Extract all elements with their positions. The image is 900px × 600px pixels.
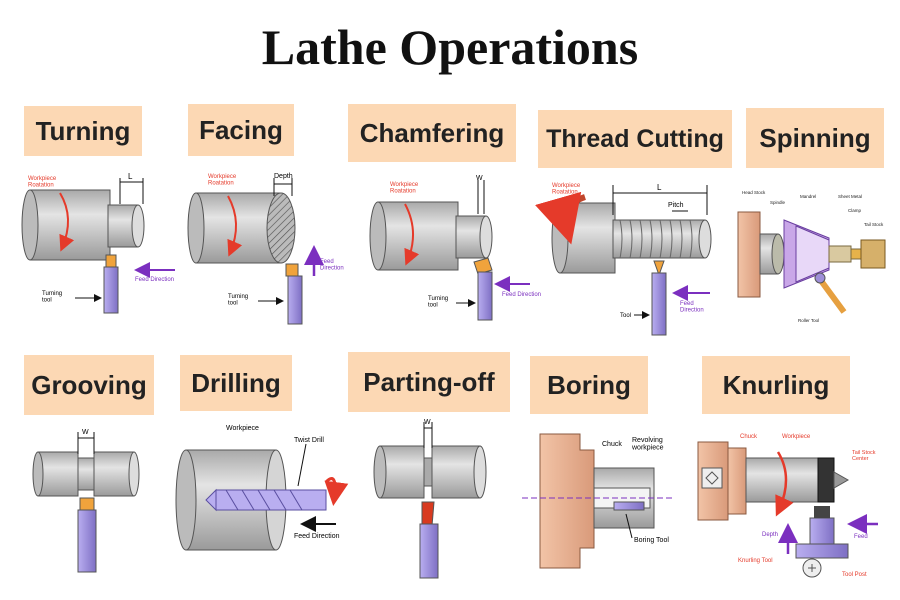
- grooving-illustration: W: [32, 429, 140, 573]
- spinning-tailstock-label: Tail Stock: [864, 222, 884, 227]
- spinning-spindle-label: Spindle: [770, 200, 786, 205]
- label-grooving: Grooving: [24, 355, 154, 415]
- drilling-feed-label: Feed Direction: [294, 533, 340, 540]
- parting-off-illustration: W: [373, 419, 487, 579]
- spinning-roller-label: Roller Tool: [798, 318, 819, 323]
- knurling-post-label: Tool Post: [842, 572, 867, 578]
- chamfering-feed-label: Feed Direction: [502, 292, 541, 298]
- boring-chuck-label: Chuck: [602, 441, 622, 448]
- knurling-workpiece-label: Workpiece: [782, 434, 811, 440]
- thread-tool-label: Tool: [620, 313, 631, 319]
- spinning-headstock-label: Head Stock: [742, 190, 766, 195]
- label-thread-cutting: Thread Cutting: [538, 110, 732, 168]
- drilling-workpiece-label: Workpiece: [226, 425, 259, 432]
- label-facing: Facing: [188, 104, 294, 156]
- facing-depth-label: Depth: [274, 173, 293, 180]
- label-knurling: Knurling: [702, 356, 850, 414]
- spinning-clamp-label: Clamp: [848, 208, 862, 213]
- label-drilling: Drilling: [180, 355, 292, 411]
- knurling-tool-label: Knurling Tool: [738, 558, 773, 564]
- grooving-width-label: W: [82, 429, 89, 436]
- label-spinning: Spinning: [746, 108, 884, 168]
- knurling-depth-label: Depth: [762, 532, 778, 538]
- drilling-drill-label: Twist Drill: [294, 437, 324, 444]
- knurling-feed-label: Feed: [854, 534, 868, 540]
- label-boring: Boring: [530, 356, 648, 414]
- turning-feed-label: Feed Direction: [135, 277, 174, 283]
- drilling-illustration: Workpiece Twist Drill Feed Direction: [175, 425, 349, 551]
- parting-width-label: W: [424, 419, 431, 426]
- boring-tool-label: Boring Tool: [634, 537, 669, 544]
- label-turning: Turning: [24, 106, 142, 156]
- thread-length-label: L: [657, 183, 662, 192]
- page-title: Lathe Operations: [261, 19, 639, 75]
- label-parting-off: Parting-off: [348, 352, 510, 412]
- thread-pitch-label: Pitch: [668, 202, 684, 209]
- label-chamfering: Chamfering: [348, 104, 516, 162]
- knurling-chuck-label: Chuck: [740, 434, 758, 440]
- chamfering-width-label: W: [476, 175, 483, 182]
- spinning-sheet-label: Sheet Metal: [838, 194, 862, 199]
- spinning-illustration: Head Stock Spindle Mandrel Sheet Metal C…: [737, 190, 886, 323]
- spinning-mandrel-label: Mandrel: [800, 194, 816, 199]
- turning-length-label: L: [128, 172, 133, 181]
